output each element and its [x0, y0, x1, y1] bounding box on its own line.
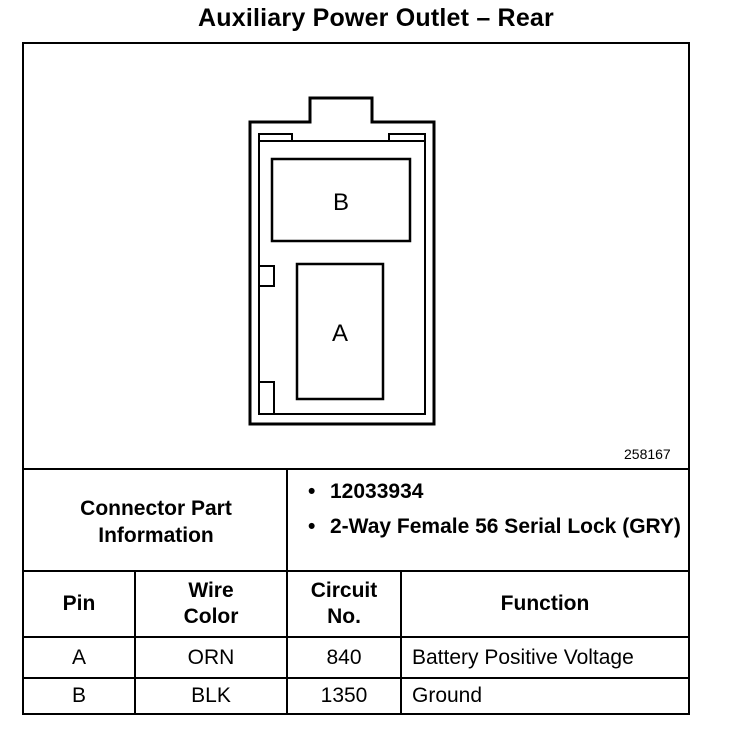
- latch-tab-left: [258, 133, 293, 142]
- divider-diagram-info: [24, 468, 688, 470]
- connector-frame: B A 258167 Connector Part Information • 1…: [22, 42, 690, 715]
- cavity-a: [295, 262, 385, 401]
- table-row-a-function: Battery Positive Voltage: [412, 645, 634, 669]
- side-key-upper: [258, 265, 275, 287]
- header-pin: Pin: [62, 592, 96, 615]
- divider-info-table: [24, 570, 688, 572]
- table-row-b-pin: B: [71, 684, 86, 707]
- cavity-label-a: A: [332, 320, 348, 347]
- header-circuit-no: Circuit No.: [310, 579, 378, 628]
- connector-info-item: • 12033934: [308, 478, 686, 505]
- connector-housing-outline: [248, 96, 436, 426]
- bullet-icon: •: [308, 515, 316, 538]
- latch-tab-right: [388, 133, 426, 142]
- cavity-b: [270, 157, 412, 243]
- bullet-icon: •: [308, 480, 316, 503]
- table-row-a-pin: A: [71, 645, 86, 669]
- figure-number: 258167: [624, 446, 671, 462]
- table-row-a-wire-color: ORN: [187, 645, 235, 669]
- table-row-b-function: Ground: [412, 684, 483, 707]
- divider-header-row1: [24, 636, 688, 638]
- table-row-a-circuit: 840: [326, 645, 362, 669]
- connector-description: 2-Way Female 56 Serial Lock (GRY): [330, 515, 681, 538]
- connector-info-label: Connector Part Information: [80, 497, 232, 547]
- table-row-b-circuit: 1350: [320, 684, 368, 707]
- header-function: Function: [500, 592, 590, 615]
- cavity-label-b: B: [333, 189, 349, 216]
- diagram-title: Auxiliary Power Outlet – Rear: [198, 4, 554, 32]
- connector-drawing-area: B A 258167: [24, 44, 688, 470]
- divider-col-function: [400, 570, 402, 713]
- table-row-b-wire-color: BLK: [191, 684, 231, 707]
- divider-row1-row2: [24, 677, 688, 679]
- connector-info-list: • 12033934 • 2-Way Female 56 Serial Lock (…: [308, 478, 686, 548]
- side-key-lower: [258, 381, 275, 415]
- header-wire-color: Wire Color: [183, 579, 239, 628]
- connector-part-number: 12033934: [330, 480, 424, 503]
- divider-col-circuit: [286, 468, 288, 713]
- connector-face-drawing: B A: [248, 96, 436, 426]
- connector-housing-inner: [258, 133, 426, 415]
- divider-col-wire: [134, 570, 136, 713]
- connector-info-item: • 2-Way Female 56 Serial Lock (GRY): [308, 513, 686, 540]
